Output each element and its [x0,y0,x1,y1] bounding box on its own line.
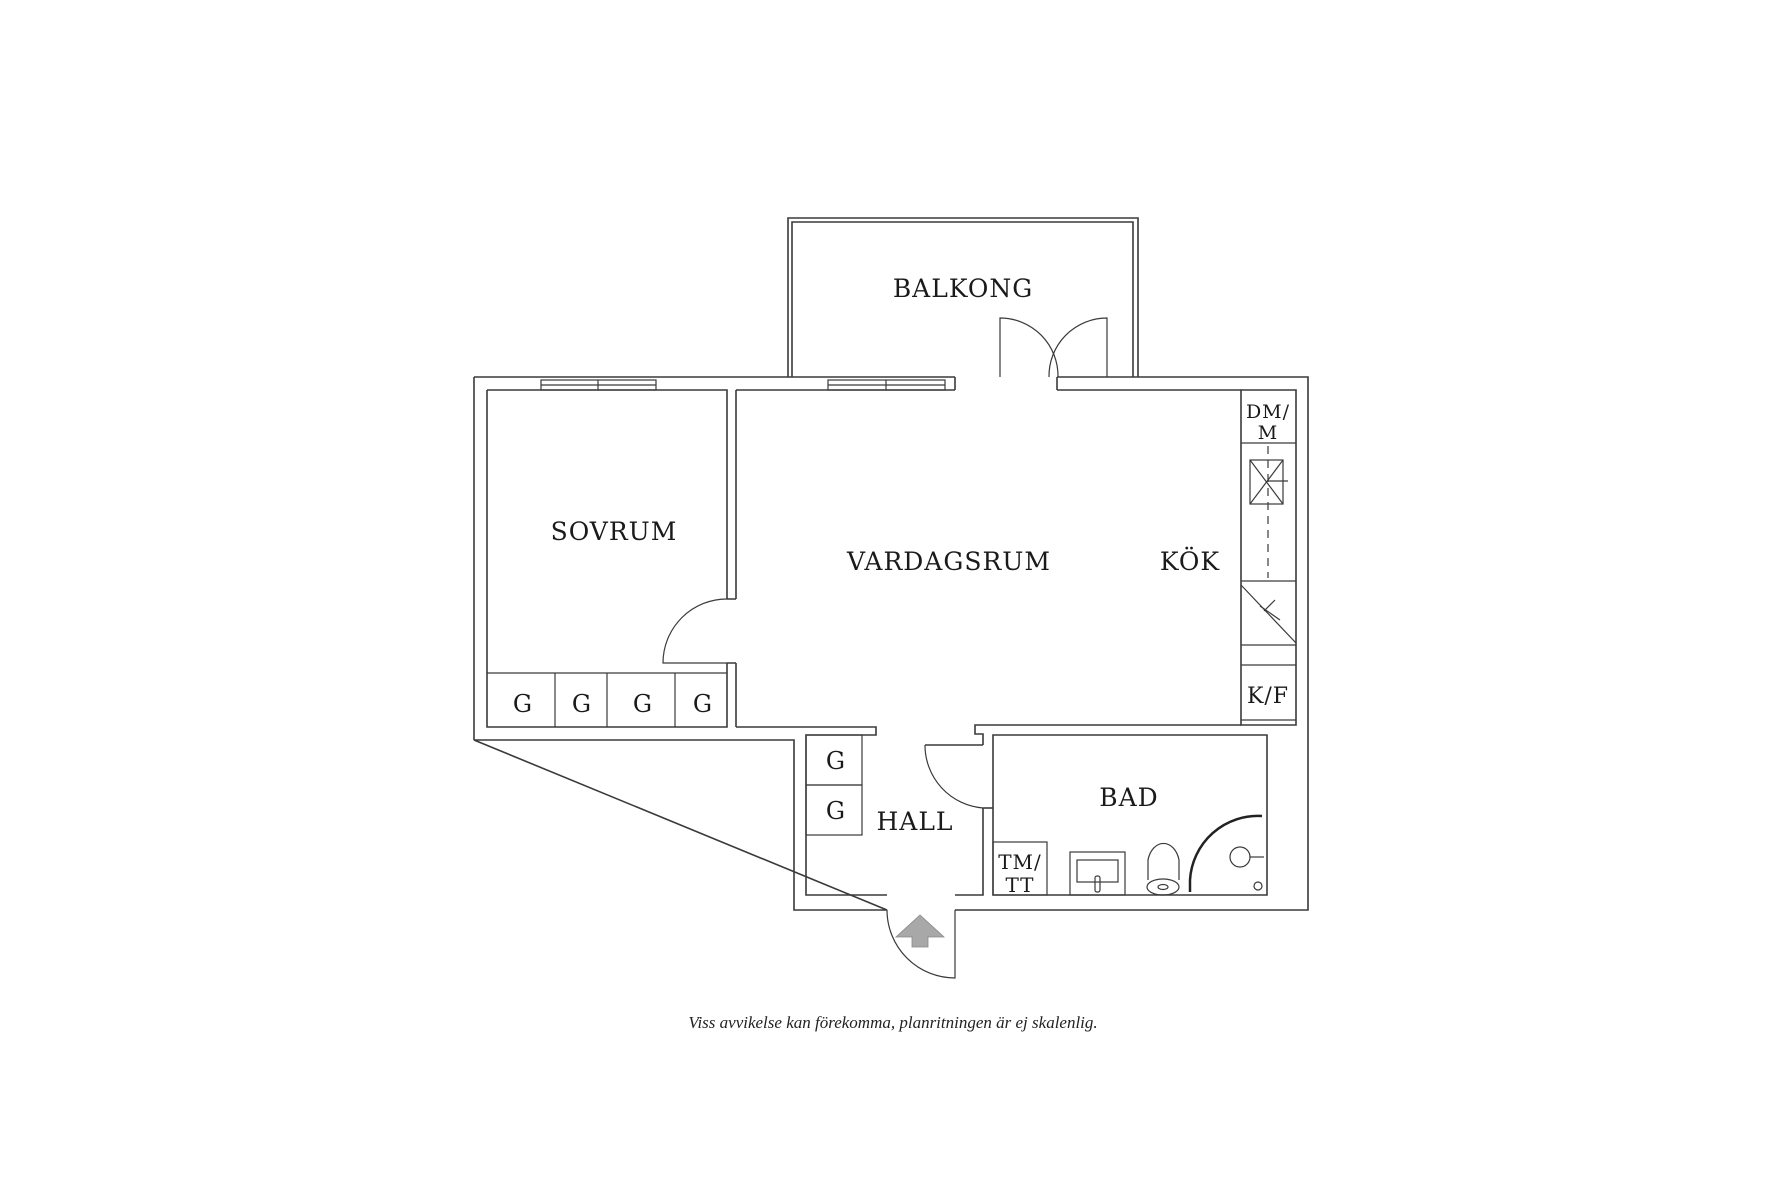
sink-icon [1249,459,1288,505]
washbasin-icon [1069,851,1126,896]
kitchen-counter [1240,389,1297,726]
washer-label-bottom: TT [1005,873,1034,897]
washer-label-top: TM/ [998,850,1042,874]
wardrobe-label: G [513,690,533,718]
room-label-kok: KÖK [1160,547,1221,576]
bedroom-window [540,379,657,391]
room-label-sovrum: SOVRUM [551,517,678,546]
fridge-freezer-label: K/F [1247,684,1289,709]
wardrobe-label: G [826,797,846,825]
bathroom [924,734,1268,896]
room-label-vardagsrum: VARDAGSRUM [846,547,1051,576]
hall-wardrobes [805,734,863,836]
outer-walls [473,376,1309,911]
bedroom-wardrobes [487,672,727,727]
room-label-hall: HALL [876,807,953,836]
wardrobe-label: G [572,690,592,718]
room-label-bad: BAD [1099,783,1158,812]
balcony [787,217,1139,377]
wardrobe-label: G [693,690,713,718]
toilet-icon [1146,842,1180,896]
bedroom-walls [486,389,737,728]
stove-icon [1240,584,1297,644]
dishwasher-label-top: DM/ [1246,401,1290,423]
living-walls [736,377,1241,896]
shower-icon [1188,814,1264,892]
balcony-door [999,317,1108,378]
living-window [827,379,946,391]
dishwasher-label-bottom: M [1258,422,1278,444]
entry-door [886,909,956,979]
entry-arrow-icon [894,914,946,948]
wardrobe-label: G [826,747,846,775]
room-label-balkong: BALKONG [893,274,1033,303]
disclaimer-caption: Viss avvikelse kan förekomma, planritnin… [688,1013,1097,1032]
wardrobe-label: G [633,690,653,718]
